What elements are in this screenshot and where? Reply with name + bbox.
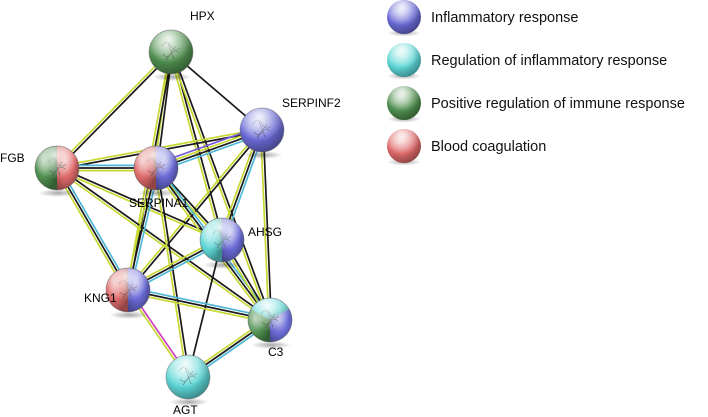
edge-fgb-ahsg[interactable]: [56, 166, 223, 242]
node-fgb[interactable]: FGB: [0, 145, 80, 197]
node-serpina1[interactable]: SERPINA1: [129, 145, 189, 210]
legend-item-immune: Positive regulation of immune response: [387, 86, 685, 123]
node-shadow: [38, 189, 78, 197]
node-c3[interactable]: C3: [246, 296, 294, 359]
edge-line-coexpression: [262, 129, 273, 320]
edge-line-textmining: [168, 52, 270, 321]
node-gloss: [149, 30, 193, 74]
legend-item-regulation: Regulation of inflammatory response: [387, 43, 667, 80]
node-agt[interactable]: AGT: [165, 354, 211, 417]
edge-line-textmining: [168, 52, 222, 241]
edge-line-database: [58, 166, 131, 290]
edge-line-database: [128, 286, 271, 319]
node-gloss: [248, 298, 292, 342]
node-outline: [133, 145, 179, 191]
edge-line-coexpression: [127, 289, 271, 321]
node-gloss: [106, 268, 150, 312]
edge-line-coexpression: [56, 167, 129, 291]
edge-fgb-c3[interactable]: [55, 166, 272, 322]
node-shadow: [243, 151, 283, 159]
edge-line-textmining: [56, 168, 222, 242]
legend-gloss: [387, 0, 421, 34]
edge-serpinf2-c3[interactable]: [259, 129, 273, 321]
node-outline: [247, 297, 293, 343]
node-gloss: [200, 218, 244, 262]
node-outline: [165, 354, 211, 400]
node-gloss: [35, 146, 79, 190]
edge-layer: [54, 50, 273, 380]
node-outline: [105, 267, 151, 313]
node-shadow: [109, 311, 149, 319]
node-label-kng1: KNG1: [84, 291, 117, 305]
legend-gloss: [387, 129, 421, 163]
node-outline: [148, 29, 194, 75]
legend-label: Blood coagulation: [431, 139, 546, 155]
node-label-serpinf2: SERPINF2: [282, 96, 341, 110]
node-label-c3: C3: [268, 345, 284, 359]
node-ahsg[interactable]: AHSG: [199, 217, 282, 269]
legend-label: Positive regulation of immune response: [431, 96, 685, 112]
legend-item-coagulation: Blood coagulation: [387, 129, 546, 166]
legend-gloss: [387, 86, 421, 120]
edge-line-textmining: [55, 50, 171, 168]
node-shadow: [169, 398, 209, 406]
edge-line-coexpression: [171, 51, 273, 320]
node-gloss: [134, 146, 178, 190]
edge-line-coexpression: [57, 166, 272, 320]
legend-item-inflammatory: Inflammatory response: [387, 0, 578, 37]
node-serpinf2[interactable]: SERPINF2: [239, 96, 341, 159]
node-outline: [239, 107, 285, 153]
edge-hpx-c3[interactable]: [168, 51, 273, 321]
edge-line-textmining: [55, 168, 270, 322]
node-shadow: [137, 189, 177, 197]
node-gloss: [240, 108, 284, 152]
node-label-serpina1: SERPINA1: [129, 196, 189, 210]
legend-label: Inflammatory response: [431, 10, 578, 26]
legend-label: Regulation of inflammatory response: [431, 53, 667, 69]
edge-line-textmining: [126, 128, 262, 290]
node-label-agt: AGT: [173, 403, 198, 417]
node-label-fgb: FGB: [0, 151, 25, 165]
edge-line-textmining: [259, 130, 270, 321]
legend-gloss: [387, 43, 421, 77]
node-gloss: [166, 355, 210, 399]
node-shadow: [203, 261, 243, 269]
node-shadow: [251, 341, 291, 349]
edge-line-textmining: [153, 168, 188, 378]
node-shadow: [152, 73, 192, 81]
edge-hpx-fgb[interactable]: [55, 50, 173, 170]
edge-line-coexpression: [156, 167, 191, 377]
node-outline: [199, 217, 245, 263]
node-hpx[interactable]: HPX: [148, 9, 215, 81]
edge-kng1-c3[interactable]: [127, 286, 271, 324]
edge-line-coexpression: [57, 166, 223, 240]
edge-line-textmining: [127, 291, 270, 324]
edge-line-coexpression: [57, 52, 173, 170]
node-outline: [34, 145, 80, 191]
node-kng1[interactable]: KNG1: [84, 267, 151, 319]
node-label-hpx: HPX: [190, 9, 215, 23]
node-label-ahsg: AHSG: [248, 225, 282, 239]
edge-serpina1-agt[interactable]: [153, 167, 191, 378]
